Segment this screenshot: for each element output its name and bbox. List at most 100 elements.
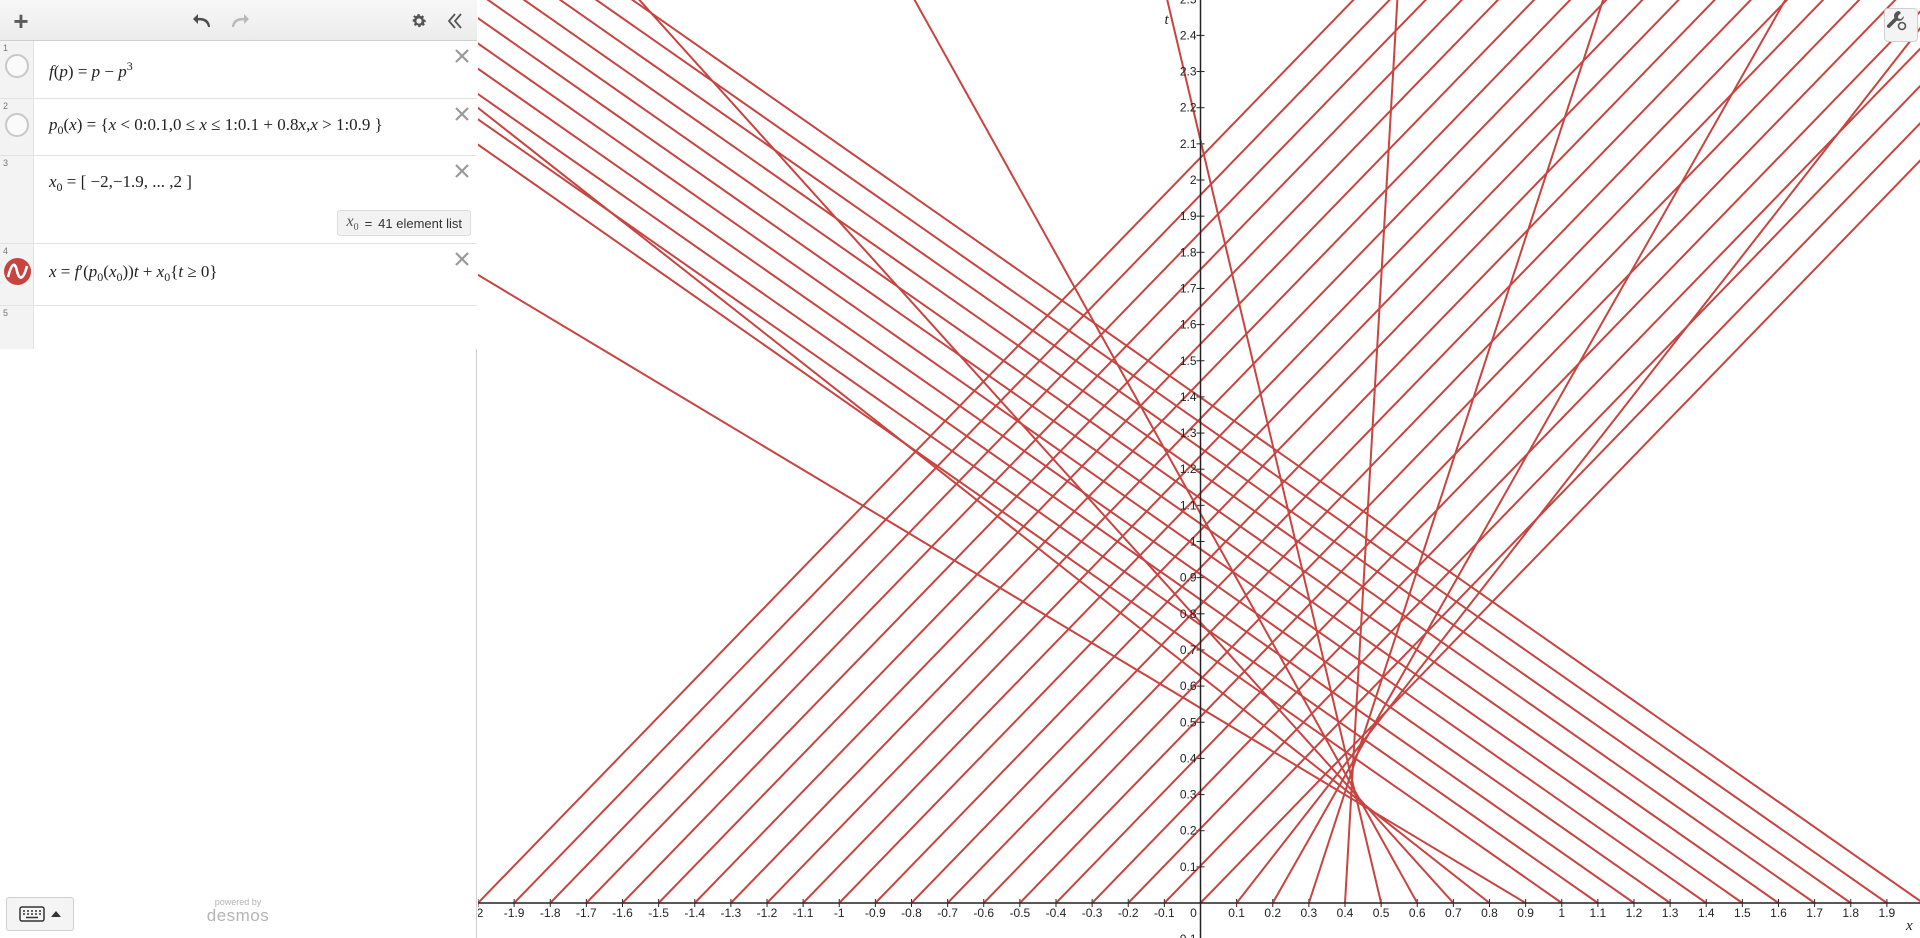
delete-expression-button[interactable] <box>453 250 471 268</box>
characteristic-line[interactable] <box>946 0 1920 904</box>
characteristic-line[interactable] <box>478 0 1708 904</box>
redo-button[interactable] <box>226 8 252 34</box>
characteristic-line[interactable] <box>657 0 1710 904</box>
expression-row-2[interactable]: 2 p0(x) = {x < 0:0.1,0 ≤ x ≤ 1:0.1 + 0.8… <box>0 99 477 156</box>
x-tick-label: -1.2 <box>757 906 778 920</box>
characteristic-line[interactable] <box>1235 0 1920 904</box>
characteristic-line[interactable] <box>1307 0 1662 904</box>
graph-paper[interactable]: -2-1.9-1.8-1.7-1.6-1.5-1.4-1.3-1.2-1.1-1… <box>478 0 1920 938</box>
characteristic-line[interactable] <box>478 0 1635 904</box>
expression-list: 1 f(p) = p − p3 2 p0(x) = {x < 0:0.1,0 ≤… <box>0 41 477 349</box>
delete-expression-button[interactable] <box>453 47 471 65</box>
x-tick-label: -0.9 <box>865 906 886 920</box>
y-tick-label: 0.4 <box>1180 751 1197 765</box>
expression-formula-1[interactable]: f(p) = p − p3 <box>49 59 133 82</box>
visibility-toggle-icon[interactable] <box>5 54 29 78</box>
x-tick-label: -1.4 <box>684 906 705 920</box>
graph-canvas[interactable]: -2-1.9-1.8-1.7-1.6-1.5-1.4-1.3-1.2-1.1-1… <box>478 0 1920 938</box>
characteristic-line[interactable] <box>621 0 1674 904</box>
characteristic-line[interactable] <box>478 0 1780 904</box>
x-tick-label: -1.8 <box>540 906 561 920</box>
characteristic-line[interactable] <box>478 0 1816 904</box>
x-tick-label: 1.1 <box>1590 906 1607 920</box>
characteristic-line[interactable] <box>513 0 1565 904</box>
characteristic-line[interactable] <box>478 0 1491 904</box>
characteristic-line[interactable] <box>478 0 1599 904</box>
characteristic-line[interactable] <box>693 0 1746 904</box>
characteristic-line[interactable] <box>478 0 1672 904</box>
graph-color-toggle-icon[interactable] <box>4 258 31 285</box>
characteristic-line[interactable] <box>478 0 1563 904</box>
visibility-toggle-icon[interactable] <box>5 113 29 137</box>
y-tick-label: 1.1 <box>1180 498 1197 512</box>
graph-settings-button[interactable] <box>406 8 432 34</box>
collapse-panel-button[interactable] <box>442 8 468 34</box>
x-tick-label: -1 <box>834 906 845 920</box>
characteristic-line[interactable] <box>1091 0 1920 904</box>
y-tick-label: 2.1 <box>1180 137 1197 151</box>
x-tick-label: -0.6 <box>973 906 994 920</box>
y-tick-label: 0.8 <box>1180 607 1197 621</box>
undo-button[interactable] <box>190 8 216 34</box>
badge-text: 41 element list <box>378 215 462 231</box>
x-tick-label: -1.3 <box>721 906 742 920</box>
characteristic-line[interactable] <box>1018 0 1920 904</box>
x-tick-label: 0.3 <box>1301 906 1318 920</box>
characteristic-line[interactable] <box>478 0 1527 904</box>
keyboard-icon <box>19 906 45 922</box>
expression-formula-4[interactable]: x = f′(p0(x0))t + x0{t ≥ 0} <box>49 262 218 285</box>
x-tick-label: -0.2 <box>1118 906 1139 920</box>
characteristic-line[interactable] <box>874 0 1920 904</box>
characteristic-line[interactable] <box>1055 0 1920 904</box>
expression-gutter: 5 <box>0 306 34 349</box>
characteristic-line[interactable] <box>478 0 1920 903</box>
expression-row-5[interactable]: 5 <box>0 306 477 349</box>
keypad-toggle-button[interactable] <box>6 897 74 931</box>
characteristic-line[interactable] <box>766 0 1818 904</box>
add-item-button[interactable]: + <box>8 8 34 34</box>
x-tick-label: 1.9 <box>1879 906 1896 920</box>
tick-labels: -2-1.9-1.8-1.7-1.6-1.5-1.4-1.3-1.2-1.1-1… <box>478 0 1920 938</box>
y-tick-label: 0.1 <box>1180 860 1197 874</box>
expression-gutter: 1 <box>0 41 34 98</box>
characteristic-line[interactable] <box>982 0 1920 904</box>
characteristic-line[interactable] <box>910 0 1920 904</box>
axis-ticks <box>478 34 1888 907</box>
y-axis-label: t <box>1165 12 1170 28</box>
powered-by-desmos[interactable]: powered by desmos <box>200 897 276 926</box>
characteristic-line[interactable] <box>549 0 1601 904</box>
x-tick-label: 1.3 <box>1662 906 1679 920</box>
graph-settings-wrench-button[interactable] <box>1884 8 1918 42</box>
y-tick-label: 1.6 <box>1180 318 1197 332</box>
characteristic-line[interactable] <box>1199 0 1920 904</box>
characteristic-line[interactable] <box>585 0 1637 904</box>
characteristic-line[interactable] <box>478 0 1888 904</box>
characteristic-line[interactable] <box>478 0 1852 904</box>
x-tick-label: -2 <box>478 906 484 920</box>
characteristic-line[interactable] <box>1271 0 1889 904</box>
delete-expression-button[interactable] <box>453 105 471 123</box>
characteristic-line[interactable] <box>814 0 1419 904</box>
characteristic-line[interactable] <box>478 0 1455 904</box>
expression-row-3[interactable]: 3 x0 = [ −2,−1.9, ... ,2 ] x0 = 41 eleme… <box>0 156 477 244</box>
delete-expression-button[interactable] <box>453 162 471 180</box>
close-icon <box>455 252 469 266</box>
characteristic-line[interactable] <box>729 0 1782 904</box>
characteristic-line[interactable] <box>1344 0 1408 904</box>
expression-formula-2[interactable]: p0(x) = {x < 0:0.1,0 ≤ x ≤ 1:0.1 + 0.8x,… <box>49 115 383 138</box>
y-tick-label: 1.7 <box>1180 281 1197 295</box>
characteristic-line[interactable] <box>838 0 1890 904</box>
badge-symbol: x0 <box>346 212 359 234</box>
expression-row-1[interactable]: 1 f(p) = p − p3 <box>0 41 477 99</box>
curve-icon <box>6 263 29 279</box>
expression-toolbar: + <box>0 0 477 41</box>
x-tick-label: 0.7 <box>1445 906 1462 920</box>
characteristic-line[interactable] <box>802 0 1854 904</box>
y-tick-label: 1.5 <box>1180 354 1197 368</box>
x-tick-label: 1.6 <box>1770 906 1787 920</box>
expression-row-4[interactable]: 4 x = f′(p0(x0))t + x0{t ≥ 0} <box>0 244 477 306</box>
list-evaluation-badge: x0 = 41 element list <box>337 210 471 236</box>
expression-gutter: 2 <box>0 99 34 155</box>
expression-formula-3[interactable]: x0 = [ −2,−1.9, ... ,2 ] <box>49 172 192 195</box>
characteristic-line[interactable] <box>478 0 1744 904</box>
